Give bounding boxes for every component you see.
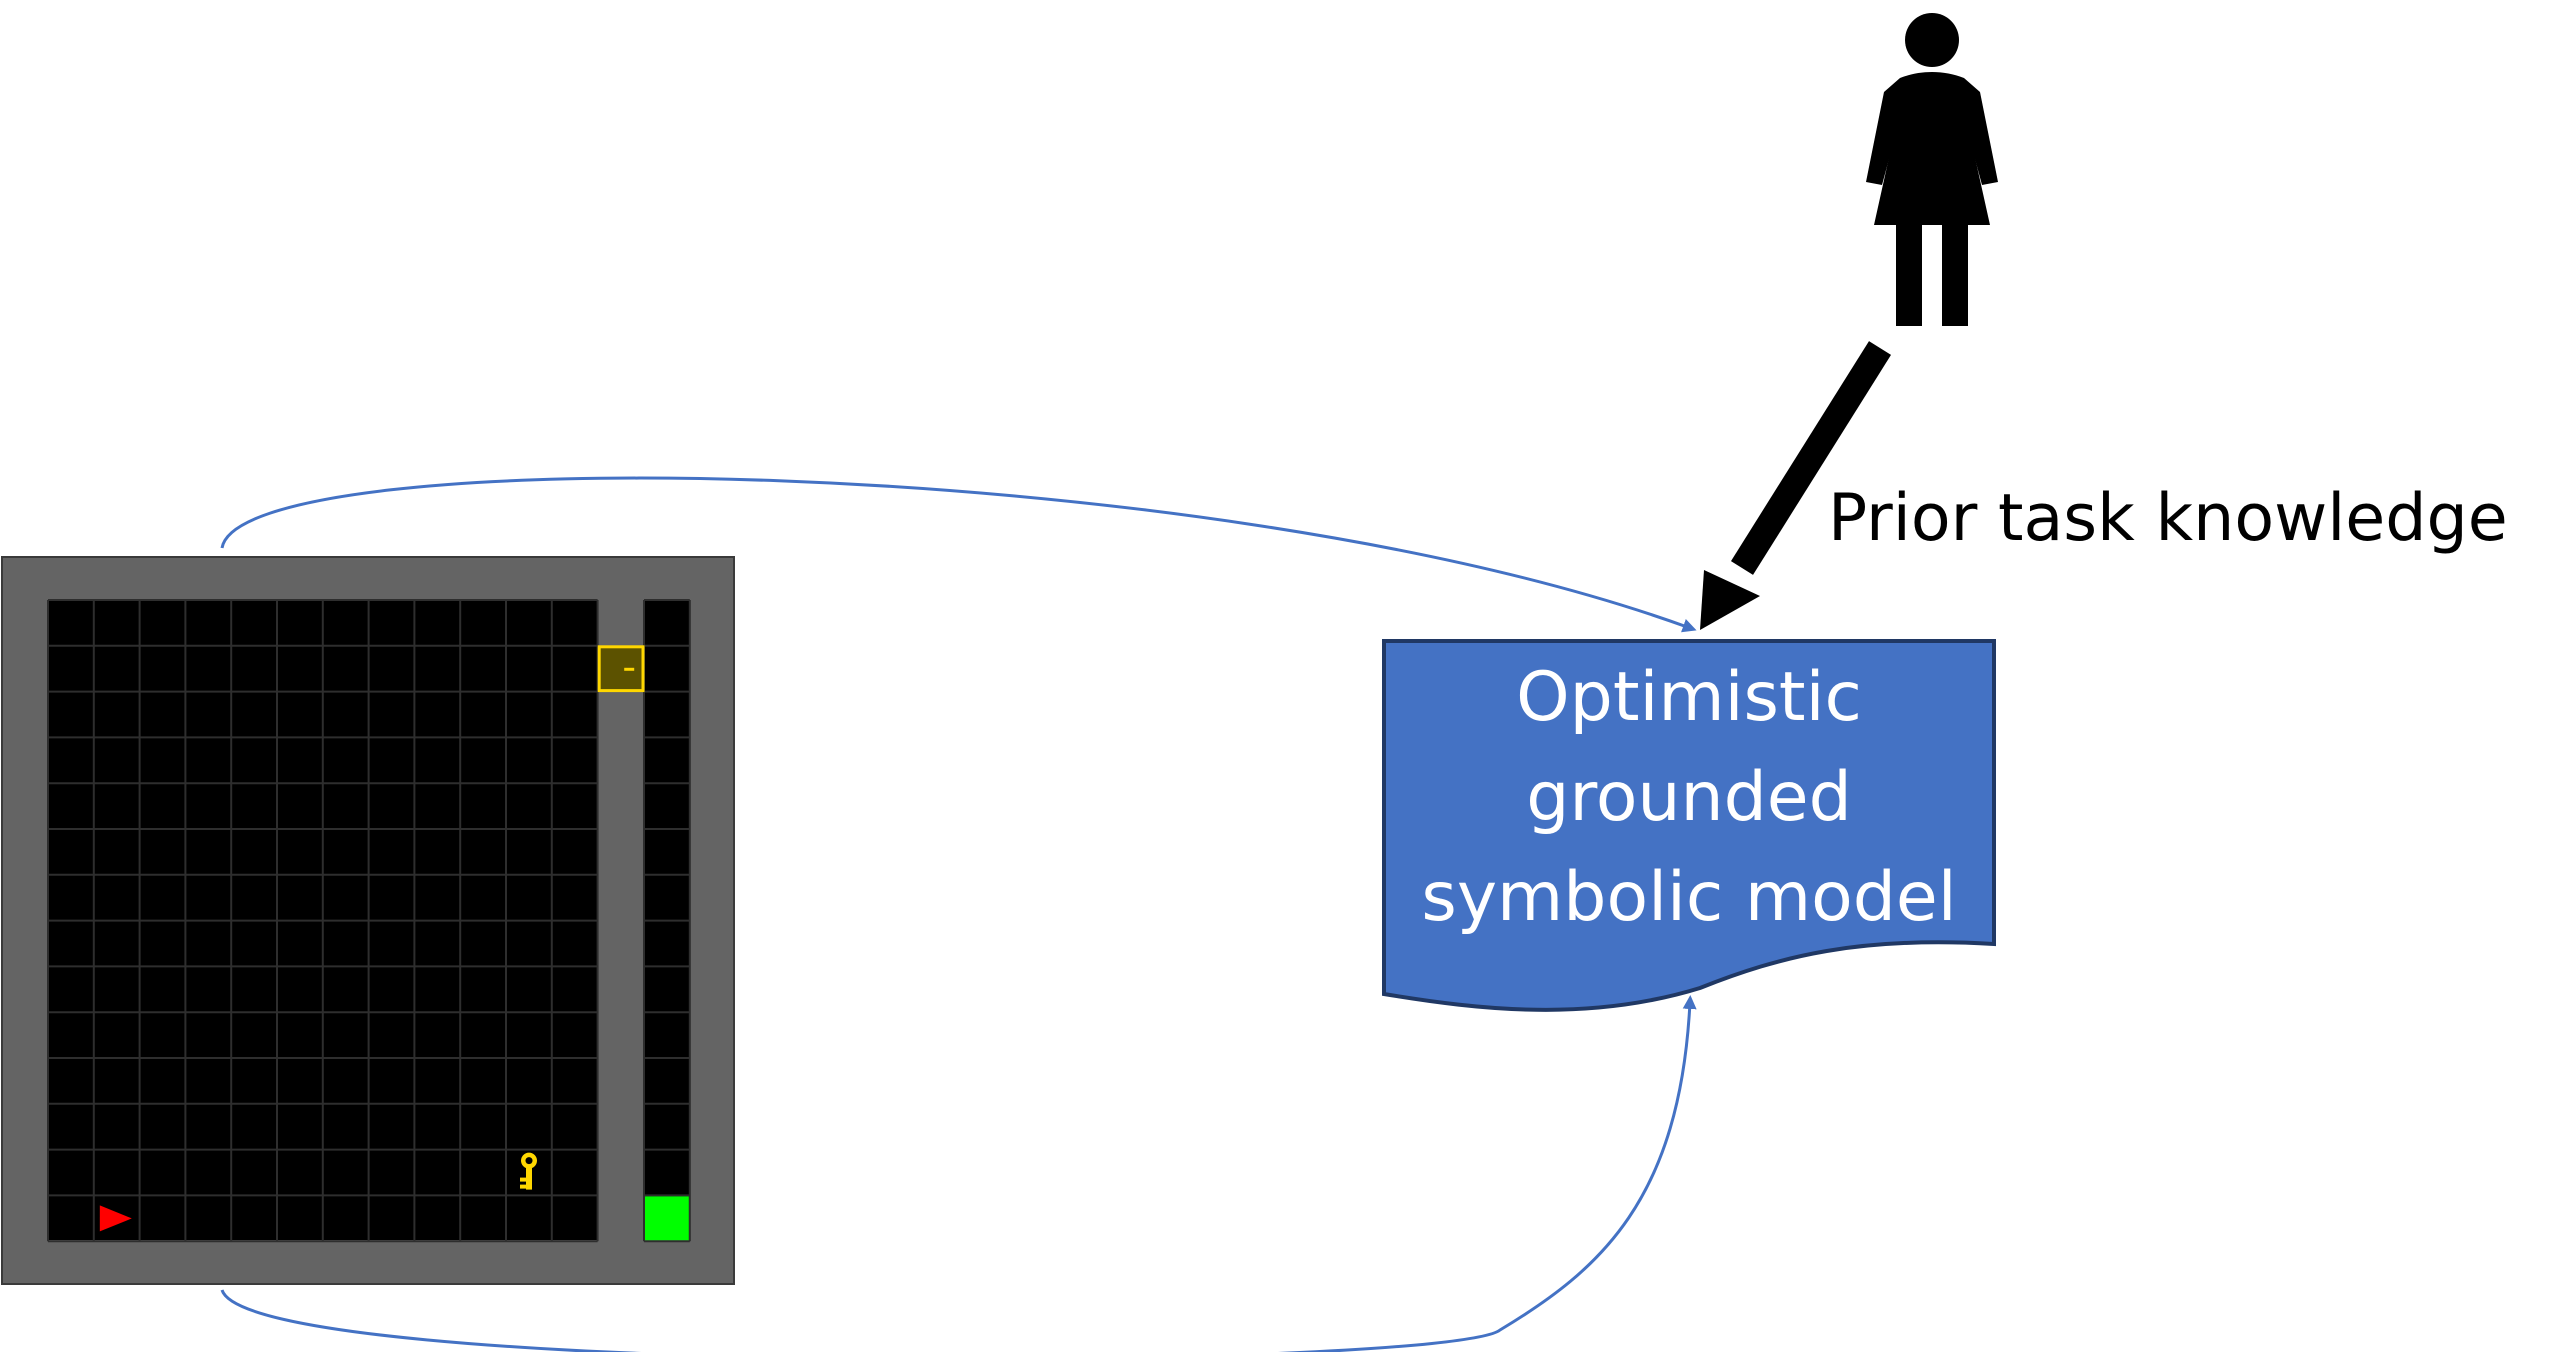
key-icon <box>520 1152 537 1190</box>
observation-arrow-top <box>220 476 1697 633</box>
observation-arrow-bottom <box>220 995 1697 1352</box>
symbolic-model-label: Optimistic grounded symbolic model <box>1384 648 1994 948</box>
woman-icon <box>1866 13 1998 326</box>
grid-lines <box>47 599 691 1243</box>
model-label-line-3: symbolic model <box>1421 858 1957 937</box>
symbolic-model-document <box>1382 639 1996 1012</box>
grid-world <box>1 556 735 1285</box>
model-label-line-2: grounded <box>1526 758 1852 837</box>
agent-arrow-icon <box>99 1205 132 1232</box>
model-label-line-1: Optimistic <box>1516 658 1862 737</box>
prior-knowledge-label: Prior task knowledge <box>1828 481 2508 556</box>
prior-knowledge-arrow <box>1700 341 1892 630</box>
goal-square-icon <box>645 1196 689 1241</box>
grid-objects <box>99 645 689 1241</box>
locked-door-icon <box>597 645 645 693</box>
